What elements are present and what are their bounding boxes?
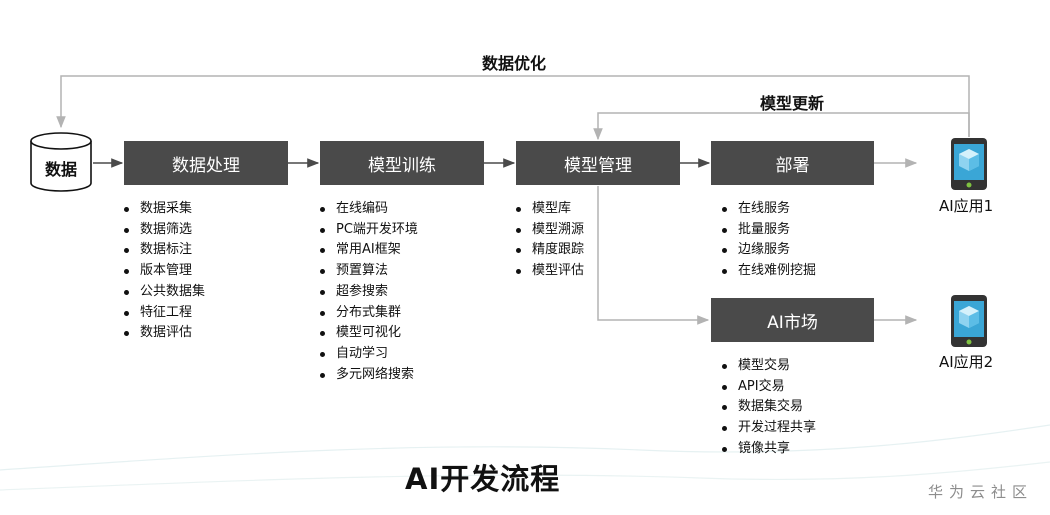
list-item: 多元网络搜索 <box>318 365 418 386</box>
model-training-list: 在线编码 PC端开发环境 常用AI框架 预置算法 超参搜索 分布式集群 模型可视… <box>318 199 418 385</box>
data-processing-list: 数据采集 数据筛选 数据标注 版本管理 公共数据集 特征工程 数据评估 <box>122 199 205 344</box>
watermark: 华为云社区 <box>928 483 1034 501</box>
data-optimization-label: 数据优化 <box>482 54 547 73</box>
database-icon <box>30 132 92 192</box>
deployment-list: 在线服务 批量服务 边缘服务 在线难例挖掘 <box>720 199 816 282</box>
list-item: 在线难例挖掘 <box>720 261 816 282</box>
list-item: 特征工程 <box>122 303 205 324</box>
list-item: 数据标注 <box>122 240 205 261</box>
list-item: 模型交易 <box>720 356 816 377</box>
list-item: 超参搜索 <box>318 282 418 303</box>
page-title: AI开发流程 <box>405 462 561 496</box>
list-item: 在线服务 <box>720 199 816 220</box>
arrow-management-to-market <box>597 186 710 325</box>
data-optimization-loop <box>56 75 970 137</box>
database-label: 数据 <box>44 160 77 179</box>
list-item: 数据筛选 <box>122 220 205 241</box>
list-item: 数据采集 <box>122 199 205 220</box>
list-item: 批量服务 <box>720 220 816 241</box>
list-item: 模型溯源 <box>514 220 584 241</box>
stage-model-training: 模型训练 <box>320 141 484 185</box>
ai-app-2-label: AI应用2 <box>939 353 994 371</box>
ai-market-list: 模型交易 API交易 数据集交易 开发过程共享 镜像共享 <box>720 356 816 460</box>
list-item: 精度跟踪 <box>514 240 584 261</box>
list-item: API交易 <box>720 377 816 398</box>
ai-app-1-label: AI应用1 <box>939 197 994 215</box>
list-item: 分布式集群 <box>318 303 418 324</box>
stage-deployment: 部署 <box>711 141 874 185</box>
list-item: 常用AI框架 <box>318 240 418 261</box>
background-wave <box>0 461 1050 491</box>
list-item: 在线编码 <box>318 199 418 220</box>
list-item: 自动学习 <box>318 344 418 365</box>
list-item: 镜像共享 <box>720 439 816 460</box>
list-item: 模型库 <box>514 199 584 220</box>
list-item: 数据集交易 <box>720 397 816 418</box>
list-item: 模型评估 <box>514 261 584 282</box>
list-item: 数据评估 <box>122 323 205 344</box>
background-wave <box>0 424 1050 471</box>
stage-model-management: 模型管理 <box>516 141 680 185</box>
stage-ai-market: AI市场 <box>711 298 874 342</box>
smartphone-icon <box>951 138 987 190</box>
list-item: PC端开发环境 <box>318 220 418 241</box>
list-item: 模型可视化 <box>318 323 418 344</box>
list-item: 开发过程共享 <box>720 418 816 439</box>
smartphone-icon <box>951 295 987 347</box>
stage-data-processing: 数据处理 <box>124 141 288 185</box>
list-item: 公共数据集 <box>122 282 205 303</box>
model-management-list: 模型库 模型溯源 精度跟踪 模型评估 <box>514 199 584 282</box>
list-item: 预置算法 <box>318 261 418 282</box>
model-update-label: 模型更新 <box>760 94 825 113</box>
list-item: 边缘服务 <box>720 240 816 261</box>
list-item: 版本管理 <box>122 261 205 282</box>
model-update-loop <box>593 112 970 141</box>
